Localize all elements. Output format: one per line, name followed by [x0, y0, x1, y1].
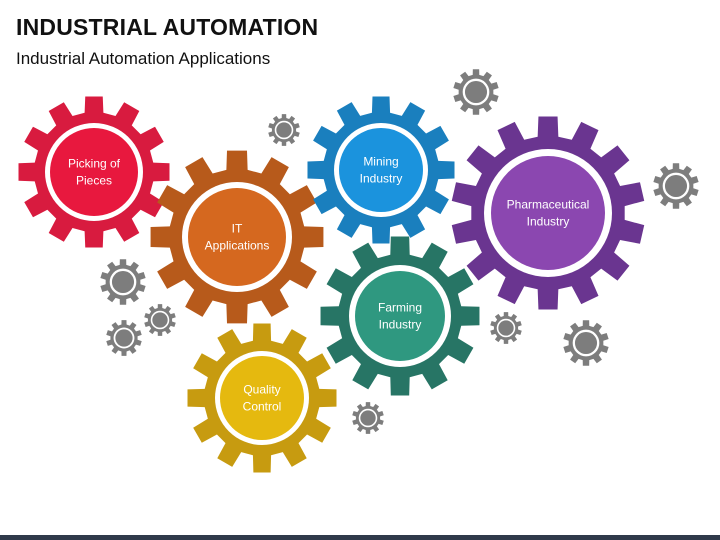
- bottom-bar: [0, 535, 720, 540]
- gear-picking-center: [50, 128, 138, 216]
- gear-farming-label: Farming: [378, 301, 422, 315]
- gear-it-label: Applications: [205, 239, 270, 253]
- gear-icon: [100, 259, 146, 305]
- gear-quality-center: [220, 356, 304, 440]
- gear-picking-label: Picking of: [68, 157, 121, 171]
- gear-farming-label: Industry: [379, 318, 422, 332]
- gear-icon: [453, 69, 499, 115]
- gear-quality-label: Quality: [243, 383, 280, 397]
- gear-pharma-center: [491, 156, 605, 270]
- gear-quality-label: Control: [243, 400, 282, 414]
- gear-icon: [653, 163, 699, 209]
- page-subtitle: Industrial Automation Applications: [16, 49, 271, 68]
- page-title: INDUSTRIAL AUTOMATION: [16, 14, 319, 40]
- gear-mining-label: Mining: [363, 155, 398, 169]
- gear-icon: [144, 304, 176, 336]
- gear-pharma-label: Industry: [527, 215, 570, 229]
- gear-picking-label: Pieces: [76, 174, 112, 188]
- gear-it-center: [188, 188, 286, 286]
- gear-farming-center: [355, 271, 445, 361]
- gear-icon: [490, 312, 522, 344]
- gear-it: IT Applications: [150, 150, 324, 324]
- gear-pharma-label: Pharmaceutical: [507, 198, 590, 212]
- gear-icon: [106, 320, 142, 356]
- gear-mining-label: Industry: [360, 172, 403, 186]
- gear-it-label: IT: [232, 222, 243, 236]
- gear-icon: [352, 402, 384, 434]
- gear-mining-center: [339, 128, 423, 212]
- gear-icon: [563, 320, 609, 366]
- gear-picking: Picking of Pieces: [18, 96, 170, 248]
- gear-icon: [268, 114, 300, 146]
